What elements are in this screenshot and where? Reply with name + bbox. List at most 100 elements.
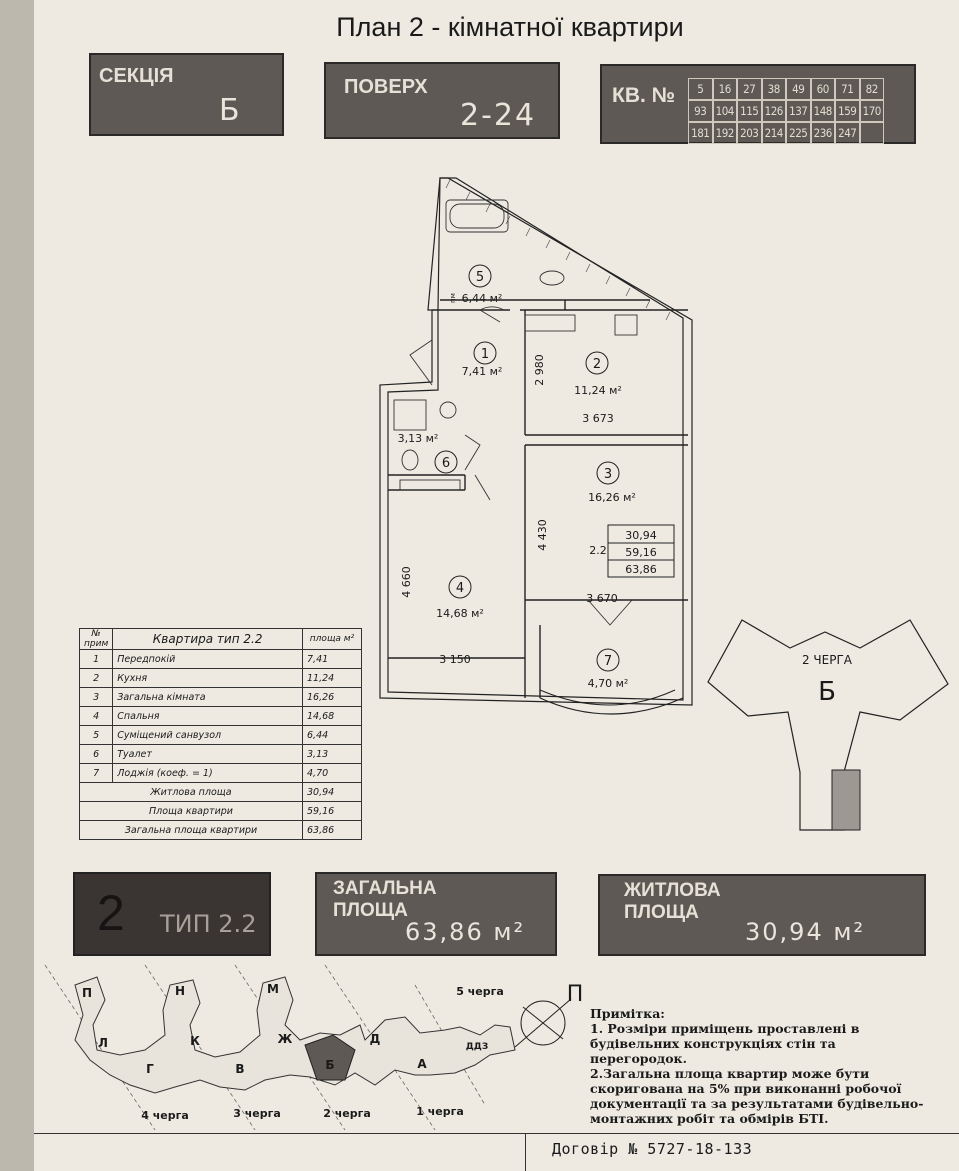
- room-3-area: 16,26 м²: [588, 491, 636, 504]
- row-name: Лоджія (коеф. = 1): [112, 763, 303, 783]
- row-num: 6: [78, 744, 114, 764]
- site-letter-d: Д: [370, 1032, 381, 1046]
- apartment-number: 93: [688, 100, 713, 122]
- row-num: 2: [78, 668, 114, 688]
- floor-plan: 5 6,44 м² пм 1 7,41 м² 2 11,24 м² 2 980 …: [379, 177, 693, 715]
- room-labels: 5 6,44 м² пм 1 7,41 м² 2 11,24 м² 2 980 …: [398, 264, 636, 690]
- living-area-value: 30,94 м²: [745, 918, 866, 946]
- site-letter-b: Б: [325, 1058, 334, 1072]
- note-line-2: 2.Загальна площа квартир може бути скори…: [590, 1066, 924, 1126]
- row-name: Спальня: [112, 706, 303, 726]
- bottom-frame-line: [34, 1133, 959, 1134]
- rooms-type-panel: 2 ТИП 2.2: [73, 872, 271, 956]
- table-header-num: № прим: [78, 628, 114, 650]
- compass-icon: [514, 998, 572, 1048]
- room-1-area: 7,41 м²: [462, 365, 503, 378]
- row-area: 6,44: [302, 725, 362, 745]
- room-6-num: 6: [442, 456, 450, 471]
- stamp-type: 2.2: [589, 544, 607, 557]
- apartment-number: 225: [786, 122, 811, 144]
- apartment-number: 137: [786, 100, 811, 122]
- site-letter-n: Н: [175, 984, 185, 998]
- site-letter-ddz: ДДЗ: [466, 1042, 488, 1052]
- apartment-number: 38: [761, 78, 786, 100]
- room-6-area: 3,13 м²: [398, 432, 439, 445]
- apartment-number: 148: [810, 100, 835, 122]
- apartment-number: 192: [712, 122, 737, 144]
- section-site-plan: 2 ЧЕРГА Б: [707, 619, 949, 831]
- room-4-area: 14,68 м²: [436, 607, 484, 620]
- site-letter-p: П: [82, 986, 92, 1000]
- row-area: 4,70: [302, 763, 362, 783]
- room-1-num: 1: [481, 347, 489, 362]
- row-num: 5: [78, 725, 114, 745]
- apartment-number: 104: [712, 100, 737, 122]
- apartment-highlight: [831, 769, 861, 831]
- floor-label: ПОВЕРХ: [344, 76, 428, 98]
- total-area-label-1: ЗАГАЛЬНА: [333, 878, 437, 899]
- apartment-number: 203: [737, 122, 762, 144]
- queue-2: 2 черга: [323, 1107, 371, 1120]
- room-2-num: 2: [593, 357, 601, 372]
- dim-3673: 3 673: [582, 412, 614, 425]
- floor-box: ПОВЕРХ 2-24: [324, 62, 560, 139]
- row-num: 1: [78, 649, 114, 669]
- apartment-number: 170: [859, 100, 884, 122]
- living-area-label-2: ПЛОЩА: [624, 902, 699, 923]
- wall-hatching: [445, 179, 671, 321]
- apartment-number: 236: [810, 122, 835, 144]
- total-area-value: 63,86 м²: [405, 918, 526, 946]
- apartment-numbers-box: КВ. №: [600, 64, 916, 144]
- row-name: Загальна кімната: [112, 687, 303, 707]
- dim-3150: 3 150: [439, 653, 471, 666]
- section-box: СЕКЦІЯ Б: [89, 53, 284, 136]
- dim-2980: 2 980: [533, 354, 546, 386]
- note-block: Примітка: 1. Розміри приміщень проставле…: [590, 1006, 930, 1126]
- apartment-number: 247: [835, 122, 860, 144]
- apartment-number: 71: [835, 78, 860, 100]
- dim-pm: пм: [449, 293, 457, 303]
- summary-value: 30,94: [302, 782, 362, 802]
- apartment-number: 60: [810, 78, 835, 100]
- queue-1: 1 черга: [416, 1105, 464, 1118]
- apartment-number: 5: [688, 78, 713, 100]
- inner-walls: [388, 299, 688, 698]
- total-area-label-2: ПЛОЩА: [333, 900, 408, 921]
- site-letter-g: Г: [146, 1062, 154, 1076]
- site-letter-a: А: [417, 1057, 427, 1071]
- dim-3670: 3 670: [586, 592, 618, 605]
- site-section-letter: Б: [818, 677, 836, 707]
- table-header-area: площа м²: [302, 628, 362, 650]
- site-letter-l: Л: [98, 1036, 108, 1050]
- apartment-label: КВ. №: [612, 84, 676, 107]
- site-queue-label: 2 ЧЕРГА: [802, 653, 853, 667]
- living-area-label-1: ЖИТЛОВА: [624, 880, 721, 901]
- row-name: Кухня: [112, 668, 303, 688]
- section-label: СЕКЦІЯ: [99, 65, 174, 87]
- current-section-highlight: [304, 1034, 356, 1081]
- summary-label: Житлова площа: [79, 782, 303, 802]
- table-header-row: № прим Квартира тип 2.2 площа м²: [78, 628, 362, 650]
- site-letter-v: В: [235, 1062, 244, 1076]
- doors: [409, 306, 633, 626]
- row-area: 11,24: [302, 668, 362, 688]
- apartment-number: 49: [786, 78, 811, 100]
- dim-4660: 4 660: [400, 566, 413, 598]
- apartment-number: 159: [835, 100, 860, 122]
- bottom-frame-separator: [525, 1133, 526, 1171]
- note-line-1: 1. Розміри приміщень проставлені в будів…: [590, 1021, 860, 1066]
- stamp-b: 59,16: [625, 546, 657, 559]
- note-title: Примітка:: [590, 1006, 665, 1021]
- row-num: 4: [78, 706, 114, 726]
- site-letter-m: М: [267, 982, 279, 996]
- summary-value: 59,16: [302, 801, 362, 821]
- stamp-c: 63,86: [625, 563, 657, 576]
